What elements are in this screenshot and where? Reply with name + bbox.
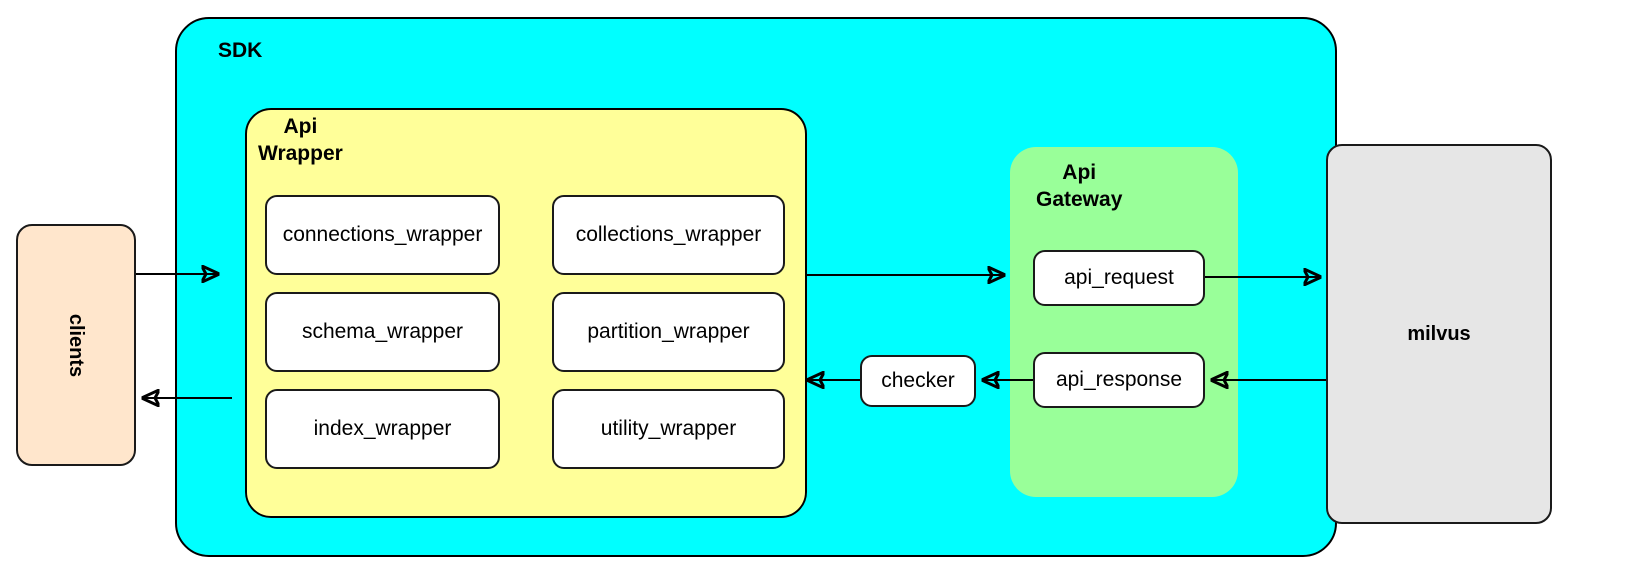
node-checker[interactable]: checker (860, 355, 976, 407)
api-wrapper-label: Api Wrapper (258, 115, 343, 165)
api-gateway-container (1010, 147, 1238, 497)
milvus-label: milvus (1407, 322, 1471, 345)
node-clients[interactable]: clients (16, 224, 136, 466)
node-partition-wrapper[interactable]: partition_wrapper (552, 292, 785, 372)
node-api-request[interactable]: api_request (1033, 250, 1205, 306)
api-gateway-label: Api Gateway (1036, 161, 1123, 211)
node-utility-wrapper[interactable]: utility_wrapper (552, 389, 785, 469)
node-index-wrapper[interactable]: index_wrapper (265, 389, 500, 469)
sdk-label: SDK (218, 39, 263, 62)
node-connections-wrapper[interactable]: connections_wrapper (265, 195, 500, 275)
node-collections-wrapper[interactable]: collections_wrapper (552, 195, 785, 275)
node-api-response[interactable]: api_response (1033, 352, 1205, 408)
node-milvus[interactable]: milvus (1326, 144, 1552, 524)
node-schema-wrapper[interactable]: schema_wrapper (265, 292, 500, 372)
